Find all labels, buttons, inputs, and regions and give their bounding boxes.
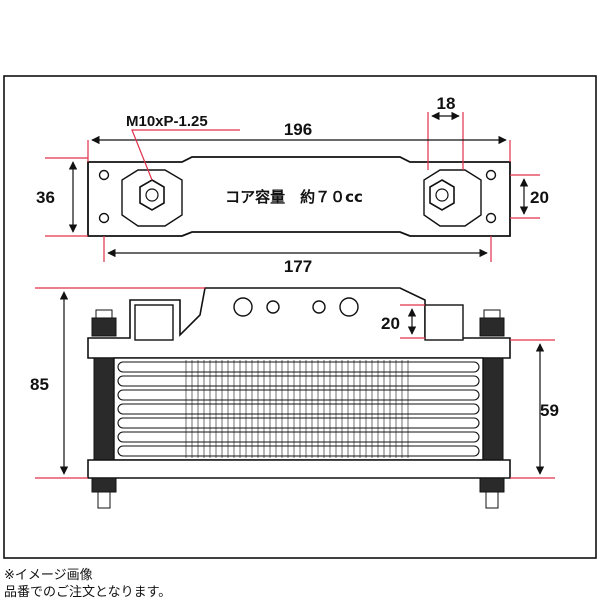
right-fitting-block [424, 304, 464, 341]
drawing-border [3, 75, 597, 559]
overall-length-label: 196 [284, 120, 312, 139]
height-label: 36 [36, 188, 55, 207]
core-fins [117, 360, 480, 458]
bracket-hole-icon [233, 297, 253, 317]
right-side-plate [482, 357, 504, 461]
order-note: 品番でのご注文となります。 [4, 585, 172, 600]
fitting-width-label: 18 [437, 94, 456, 113]
bracket-hole-icon [312, 300, 326, 314]
core-tube [117, 417, 480, 429]
mount-hole-icon [98, 169, 110, 181]
left-side-plate [93, 357, 115, 461]
right-hex-nut-icon [429, 179, 455, 211]
core-tube [117, 403, 480, 415]
overall-height-label: 85 [30, 375, 49, 394]
core-tube [117, 431, 480, 443]
mount-hole-icon [485, 169, 497, 181]
thread-label: M10xP-1.25 [126, 113, 208, 130]
mount-pitch-label: 177 [284, 257, 312, 276]
bracket-height-label: 20 [381, 314, 400, 333]
thread-leader-line [131, 129, 240, 181]
mount-hole-icon [485, 212, 497, 224]
core-tube [117, 375, 480, 387]
front-view: 85 59 20 [30, 287, 559, 509]
core-height-label: 59 [540, 401, 559, 420]
cooler-top-outline [87, 156, 511, 237]
left-hex-nut-icon [139, 179, 165, 211]
left-fitting-block [134, 304, 174, 341]
core-tube [117, 361, 480, 373]
lower-bracket-outline [87, 459, 511, 479]
core-tube [117, 389, 480, 401]
bracket-hole-icon [339, 297, 359, 317]
capacity-label: コア容量 約７０cc [225, 188, 363, 206]
image-note: ※イメージ画像 [4, 568, 93, 583]
mount-hole-icon [98, 212, 110, 224]
core-tube [117, 445, 480, 457]
inner-height-label: 20 [530, 188, 549, 207]
top-view: M10xP-1.25 196 18 36 20 177 コア容量 約７０cc [36, 94, 549, 276]
bracket-hole-icon [266, 300, 280, 314]
